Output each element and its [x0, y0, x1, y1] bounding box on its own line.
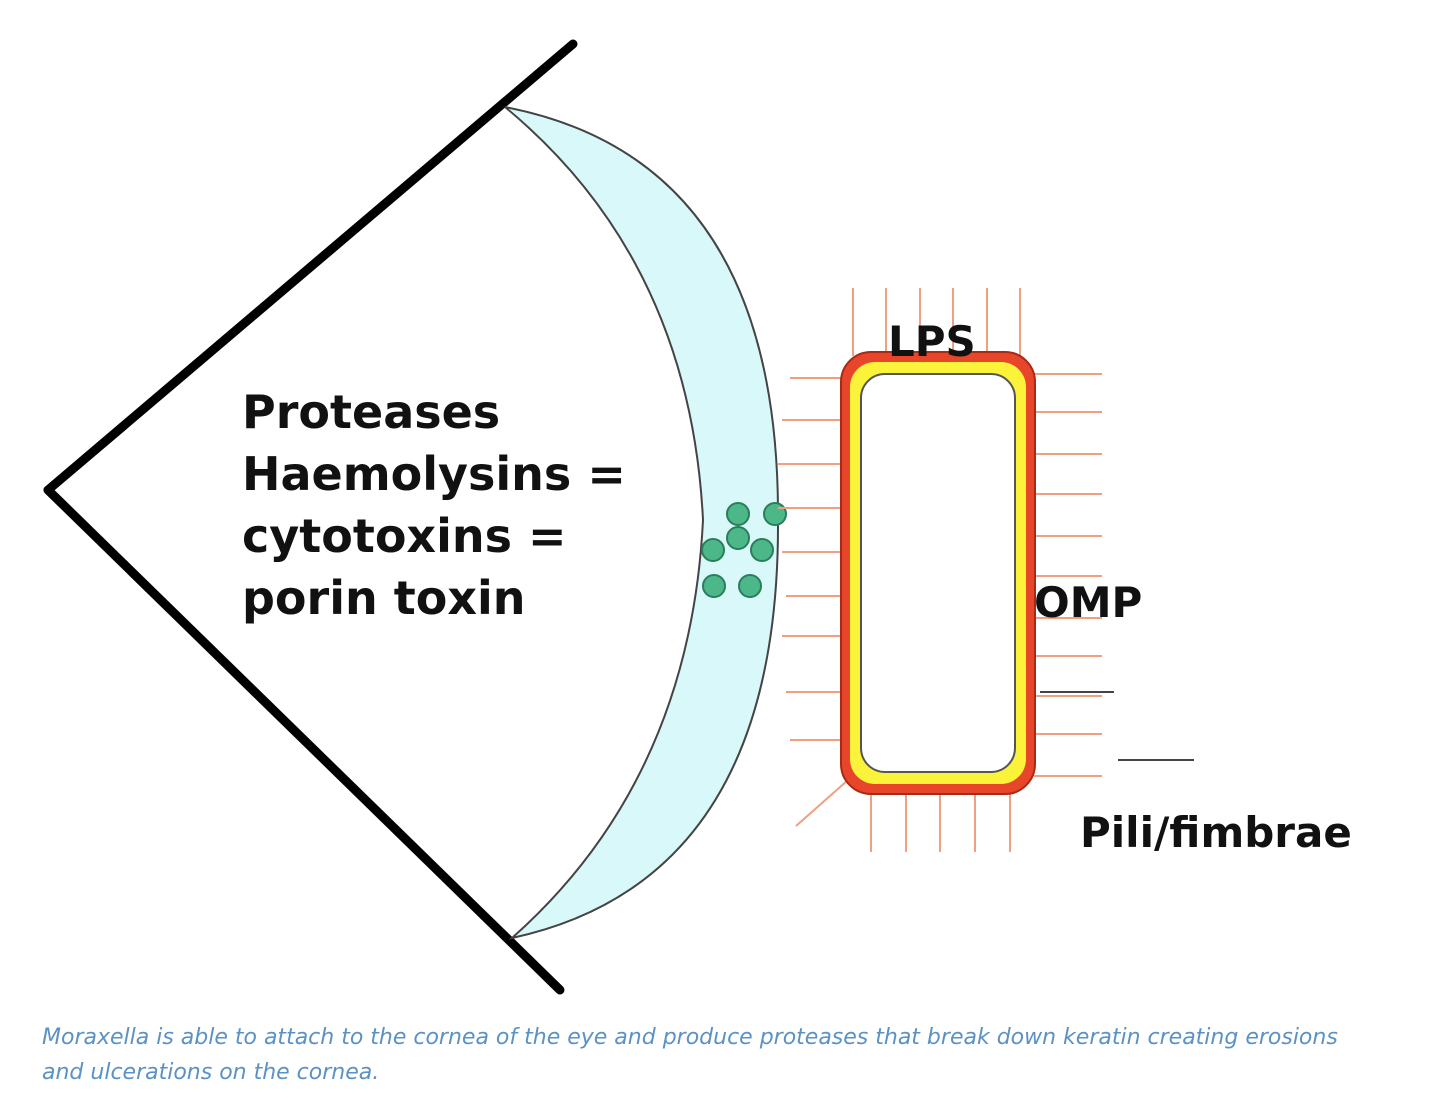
eye-lower-line — [43, 485, 565, 995]
toxin-dot — [702, 574, 726, 598]
toxin-dot — [750, 538, 774, 562]
label-proteases: Proteases — [242, 385, 500, 439]
toxin-dot — [738, 574, 762, 598]
toxin-labels: Proteases Haemolysins = cytotoxins = por… — [242, 385, 626, 625]
label-haemolysins: Haemolysins = — [242, 447, 626, 501]
toxin-dots — [701, 502, 787, 598]
toxin-dot — [726, 502, 750, 526]
toxin-dot — [701, 538, 725, 562]
label-pili-fimbrae: Pili/fimbrae — [1080, 808, 1352, 857]
eye-upper-line — [43, 39, 578, 495]
toxin-dot — [726, 526, 750, 550]
label-cytotoxins: cytotoxins = — [242, 509, 567, 563]
toxin-dot — [763, 502, 787, 526]
label-omp: OMP — [1034, 578, 1142, 627]
cell-inner — [860, 373, 1016, 773]
figure-caption: Moraxella is able to attach to the corne… — [42, 1025, 1338, 1085]
cornea-crescent — [504, 106, 780, 940]
label-porin-toxin: porin toxin — [242, 571, 526, 625]
moraxella-cornea-diagram: Proteases Haemolysins = cytotoxins = por… — [43, 39, 1352, 995]
pili — [778, 288, 1102, 852]
label-lps: LPS — [888, 317, 976, 366]
